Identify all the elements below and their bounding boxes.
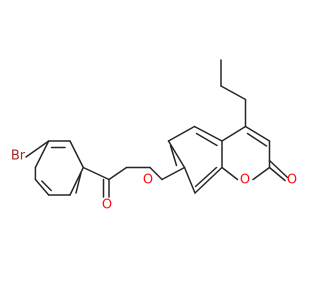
bond-lines bbox=[25, 59, 289, 198]
bond bbox=[108, 166, 128, 181]
bond bbox=[221, 166, 239, 181]
ketone-oxygen-label: O bbox=[102, 198, 112, 213]
bond bbox=[268, 159, 289, 179]
bond bbox=[194, 166, 223, 194]
bond bbox=[169, 144, 178, 167]
bond bbox=[82, 166, 110, 181]
bond bbox=[252, 166, 271, 181]
bond bbox=[167, 125, 196, 142]
molecule-structure: Br O O O O bbox=[11, 59, 297, 213]
ring-oxygen-label: O bbox=[240, 173, 250, 188]
bond bbox=[149, 166, 163, 181]
bond bbox=[25, 140, 50, 158]
bond bbox=[194, 166, 218, 188]
ether-oxygen-label: O bbox=[143, 173, 153, 188]
bond bbox=[161, 166, 186, 181]
bond bbox=[221, 125, 247, 142]
bond bbox=[193, 125, 223, 142]
bond bbox=[268, 166, 286, 182]
bond bbox=[244, 125, 271, 142]
bond bbox=[41, 180, 52, 192]
lactone-carbonyl-oxygen-label: O bbox=[287, 173, 297, 188]
bond bbox=[75, 172, 82, 194]
bond bbox=[34, 140, 50, 169]
bond bbox=[69, 140, 85, 169]
bromine-label: Br bbox=[11, 149, 26, 164]
bond bbox=[34, 178, 50, 196]
bond bbox=[69, 166, 85, 196]
bond bbox=[220, 85, 247, 101]
bond bbox=[246, 132, 268, 147]
bond bbox=[195, 132, 218, 147]
bond bbox=[183, 166, 196, 194]
